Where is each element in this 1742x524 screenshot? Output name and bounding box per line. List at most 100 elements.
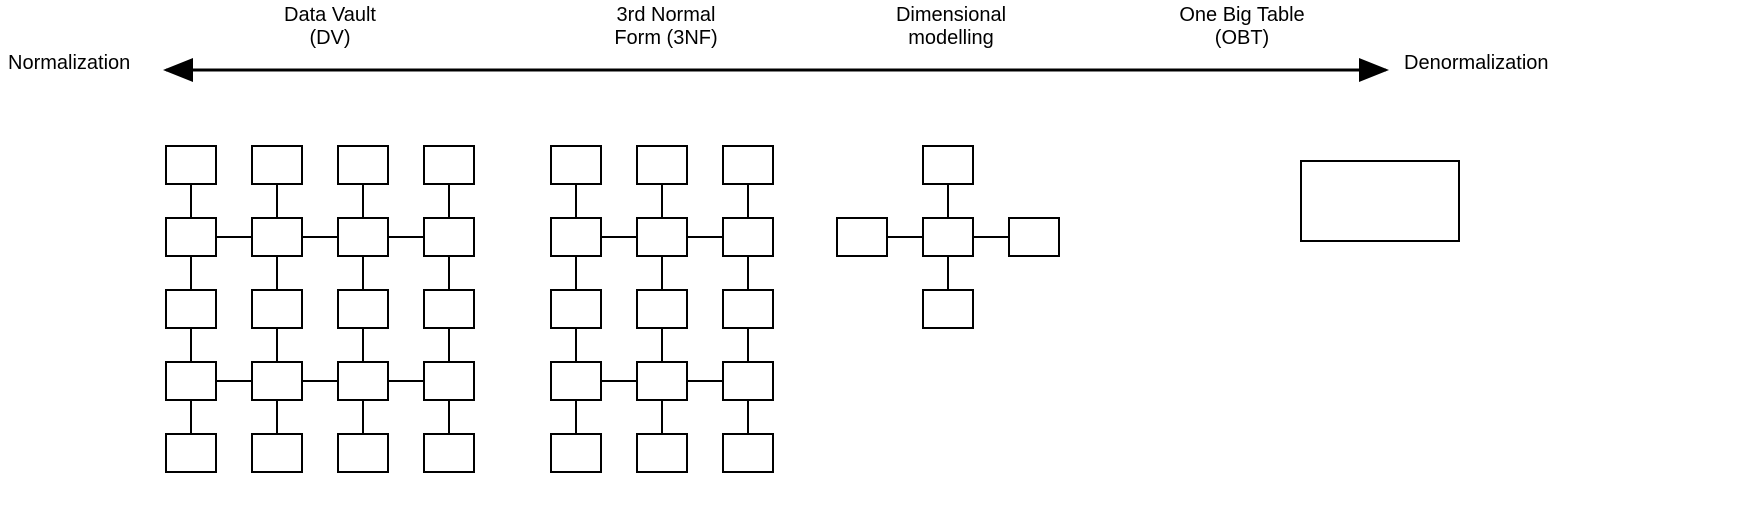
- relationship-edge: [217, 380, 251, 382]
- entity-node: [337, 217, 389, 257]
- dimension-node-south: [922, 289, 974, 329]
- relationship-edge: [362, 329, 364, 361]
- relationship-edge: [575, 329, 577, 361]
- entity-node: [165, 145, 217, 185]
- entity-node: [722, 145, 774, 185]
- stage-label-line2: (OBT): [1214, 27, 1270, 49]
- relationship-edge: [190, 401, 192, 433]
- entity-node: [423, 145, 475, 185]
- entity-node: [550, 361, 602, 401]
- relationship-edge: [389, 380, 423, 382]
- entity-node: [636, 289, 688, 329]
- relationship-edge: [688, 236, 722, 238]
- stage-label-line1: Dimensional: [895, 4, 1007, 26]
- relationship-edge: [947, 257, 949, 289]
- fact-node-center: [922, 217, 974, 257]
- entity-node: [251, 433, 303, 473]
- entity-node: [636, 433, 688, 473]
- entity-node: [251, 361, 303, 401]
- stage-label-line2: modelling: [908, 27, 994, 49]
- entity-node: [165, 433, 217, 473]
- entity-node: [636, 217, 688, 257]
- relationship-edge: [190, 329, 192, 361]
- axis-label-normalization: Normalization: [8, 52, 131, 74]
- entity-node: [722, 289, 774, 329]
- stage-label-one-big-table: One Big Table(OBT): [1102, 4, 1382, 50]
- entity-node: [636, 145, 688, 185]
- relationship-edge: [448, 185, 450, 217]
- stage-label-line2: Form (3NF): [614, 27, 718, 49]
- dimension-node-west: [836, 217, 888, 257]
- entity-node: [337, 433, 389, 473]
- relationship-edge: [575, 401, 577, 433]
- axis-label-denormalization: Denormalization: [1404, 52, 1549, 74]
- entity-node: [165, 289, 217, 329]
- entity-node: [550, 145, 602, 185]
- entity-node: [337, 361, 389, 401]
- entity-node: [550, 433, 602, 473]
- relationship-edge: [276, 401, 278, 433]
- relationship-edge: [747, 329, 749, 361]
- dimensional-modelling-cluster: [836, 145, 1060, 329]
- entity-node: [423, 289, 475, 329]
- relationship-edge: [747, 401, 749, 433]
- entity-node: [722, 217, 774, 257]
- relationship-edge: [661, 329, 663, 361]
- relationship-edge: [362, 185, 364, 217]
- relationship-edge: [362, 257, 364, 289]
- relationship-edge: [190, 257, 192, 289]
- entity-node: [251, 289, 303, 329]
- stage-label-line1: 3rd Normal: [616, 4, 716, 26]
- relationship-edge: [448, 257, 450, 289]
- entity-node: [337, 289, 389, 329]
- spectrum-double-arrow-icon: [163, 58, 1389, 82]
- relationship-edge: [575, 257, 577, 289]
- relationship-edge: [276, 257, 278, 289]
- entity-node: [423, 361, 475, 401]
- relationship-edge: [888, 236, 922, 238]
- entity-node: [423, 217, 475, 257]
- relationship-edge: [389, 236, 423, 238]
- relationship-edge: [276, 329, 278, 361]
- entity-node: [251, 145, 303, 185]
- stage-label-line2: (DV): [309, 27, 351, 49]
- obt-table-node: [1300, 160, 1460, 242]
- stage-label-line1: One Big Table: [1179, 4, 1305, 26]
- entity-node: [423, 433, 475, 473]
- dimension-node-east: [1008, 217, 1060, 257]
- relationship-edge: [448, 401, 450, 433]
- relationship-edge: [602, 380, 636, 382]
- relationship-edge: [303, 380, 337, 382]
- relationship-edge: [276, 185, 278, 217]
- relationship-edge: [974, 236, 1008, 238]
- relationship-edge: [661, 257, 663, 289]
- relationship-edge: [602, 236, 636, 238]
- entity-node: [550, 217, 602, 257]
- relationship-edge: [688, 380, 722, 382]
- relationship-edge: [947, 185, 949, 217]
- relationship-edge: [217, 236, 251, 238]
- stage-label-data-vault: Data Vault(DV): [190, 4, 470, 50]
- entity-node: [722, 361, 774, 401]
- relationship-edge: [362, 401, 364, 433]
- stage-label-line1: Data Vault: [284, 4, 376, 26]
- entity-node: [165, 361, 217, 401]
- relationship-edge: [661, 185, 663, 217]
- third-normal-form-cluster: [550, 145, 774, 473]
- entity-node: [337, 145, 389, 185]
- relationship-edge: [190, 185, 192, 217]
- relationship-edge: [747, 257, 749, 289]
- relationship-edge: [661, 401, 663, 433]
- dimension-node-north: [922, 145, 974, 185]
- entity-node: [550, 289, 602, 329]
- entity-node: [165, 217, 217, 257]
- relationship-edge: [575, 185, 577, 217]
- relationship-edge: [303, 236, 337, 238]
- entity-node: [722, 433, 774, 473]
- entity-node: [636, 361, 688, 401]
- entity-node: [251, 217, 303, 257]
- relationship-edge: [448, 329, 450, 361]
